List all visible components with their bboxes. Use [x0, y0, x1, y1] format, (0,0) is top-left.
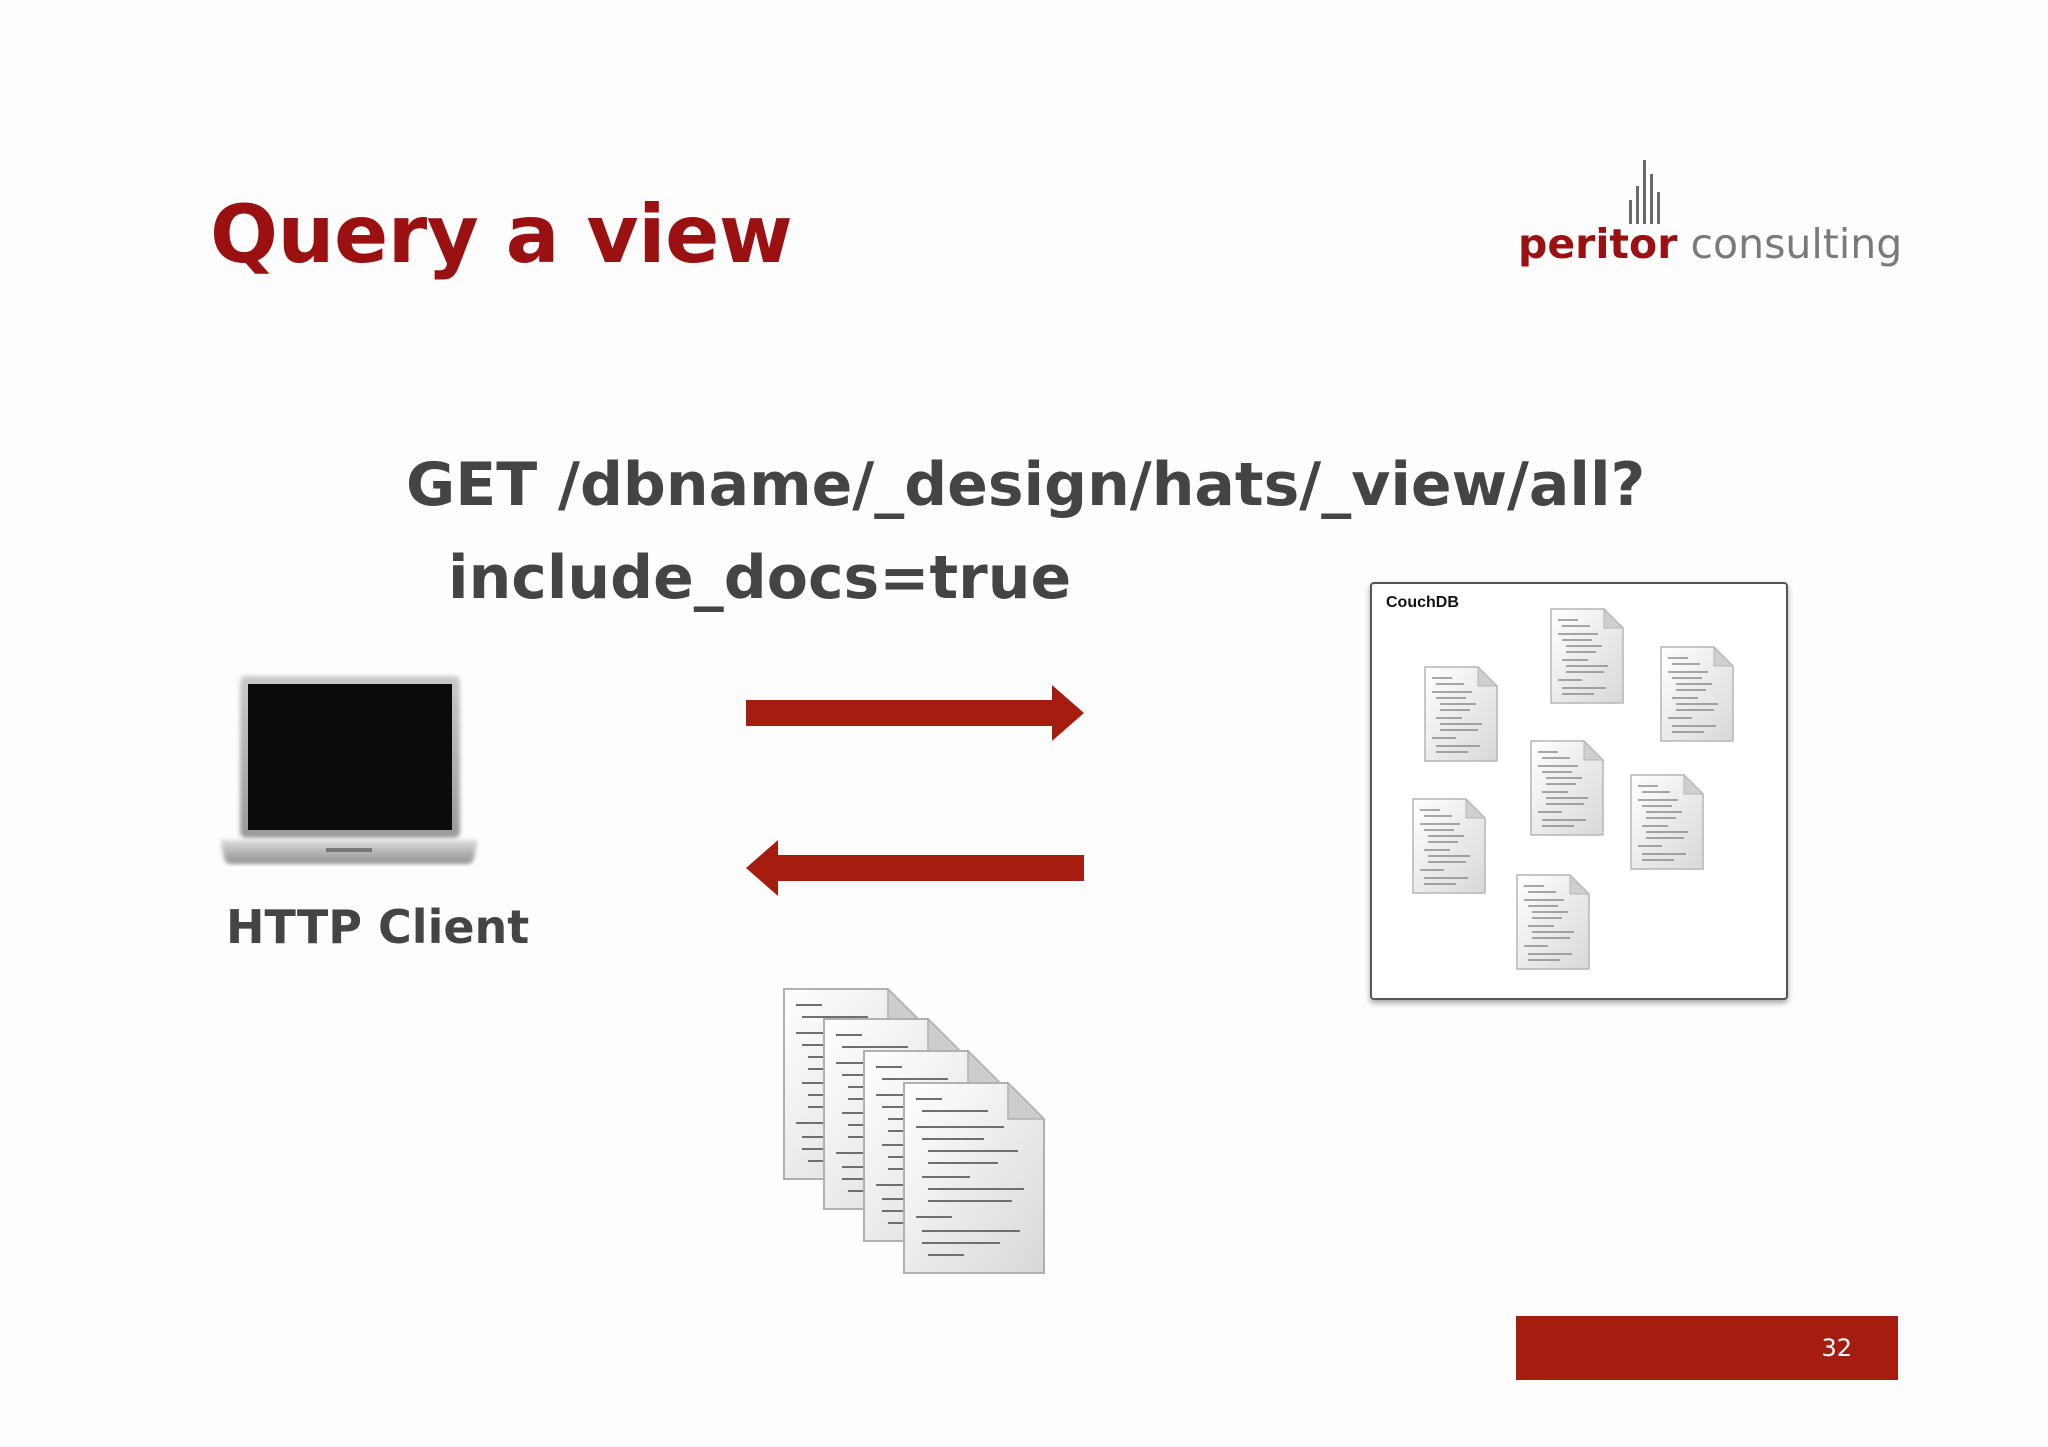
document-icon	[1410, 796, 1488, 896]
couchdb-panel: CouchDB	[1370, 582, 1788, 1000]
document-icon	[1658, 644, 1736, 744]
document-icon	[1628, 772, 1706, 872]
document-icon	[1422, 664, 1500, 764]
document-icon	[1528, 738, 1606, 838]
document-icon	[900, 1079, 1048, 1277]
logo-rest-text: consulting	[1677, 220, 1903, 268]
laptop-icon	[220, 676, 478, 864]
document-icon	[1514, 872, 1592, 972]
response-arrow	[746, 840, 1084, 896]
result-documents-stack	[780, 985, 1080, 1305]
logo-brand-text: peritor	[1518, 220, 1678, 268]
http-client-label: HTTP Client	[226, 900, 530, 954]
peritor-logo: peritor consulting	[1518, 158, 1902, 270]
slide-title: Query a view	[210, 188, 793, 281]
request-line-2: include_docs=true	[448, 543, 1072, 613]
page-number-bar: 32	[1516, 1316, 1898, 1380]
request-arrow	[746, 685, 1084, 741]
document-icon	[1548, 606, 1626, 706]
logo-wordmark: peritor consulting	[1518, 220, 1902, 268]
request-line-1: GET /dbname/_design/hats/_view/all?	[406, 450, 1646, 520]
bar-graph-icon	[1629, 160, 1660, 224]
page-number: 32	[1821, 1334, 1852, 1362]
couchdb-label: CouchDB	[1386, 594, 1459, 611]
